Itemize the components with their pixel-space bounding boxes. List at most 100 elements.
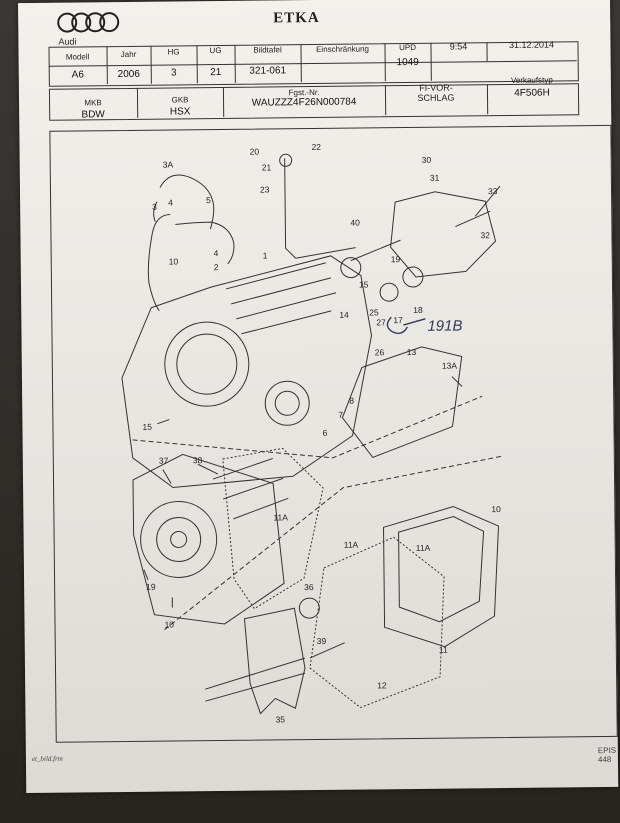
clutch-splines [212, 457, 289, 520]
leader-38 [162, 469, 172, 484]
sensor-rod [284, 158, 356, 259]
hose-5 [175, 221, 235, 265]
label-schlag: SCHLAG [417, 92, 455, 103]
transmission-housing [121, 255, 373, 489]
housing-flange-inner [274, 390, 300, 416]
label-jahr: Jahr [120, 49, 137, 60]
hose-3a-end [153, 201, 158, 222]
callout-39: 38 [193, 455, 203, 465]
label-upd: UPD [399, 42, 416, 53]
label-modell: Modell [65, 52, 90, 62]
callout-8: 8 [349, 396, 354, 406]
callout-3: 3 [152, 202, 157, 212]
oil-pan-inner [398, 516, 485, 623]
value-fgst-nr: WAUZZZ4F26N000784 [251, 96, 357, 109]
leader-39 [197, 463, 219, 475]
callout-15: 15 [142, 422, 152, 432]
callout-7: 7 [338, 410, 343, 420]
callout-4: 4 [214, 248, 219, 258]
ring-17 [402, 266, 424, 288]
label-verkaufstyp: Verkaufstyp [510, 75, 553, 85]
label-hg: HG [167, 47, 180, 57]
callout-2: 2 [214, 262, 219, 272]
page-title: ETKA [273, 9, 320, 27]
housing-ribs [225, 262, 337, 335]
handwritten-circle [386, 316, 409, 335]
callout-31: 31 [430, 173, 440, 183]
callout-33: 33 [488, 186, 498, 196]
value-gkb: HSX [169, 106, 191, 118]
housing-bore [164, 321, 250, 407]
leader-15 [157, 419, 170, 425]
value-modell: A6 [71, 69, 84, 81]
clutch-disc [140, 500, 218, 578]
value-ug: 21 [210, 66, 222, 79]
value-mkb: BDW [81, 109, 105, 121]
callout-12: 12 [377, 680, 387, 690]
callout-18: 19 [391, 254, 401, 264]
section-line-lower [164, 455, 503, 630]
parts-catalog-sheet: Audi ETKA Modell Jahr HG UG Bildtafel Ei… [18, 0, 619, 794]
callout-10-bottom: 10 [164, 619, 174, 629]
handwritten-dash [403, 318, 426, 326]
value-jahr: 2006 [117, 68, 140, 81]
gasket-12 [309, 536, 445, 709]
callout-23: 23 [260, 184, 270, 194]
label-fi-vorschlag: FI-VOR- SCHLAG [385, 82, 487, 103]
callout-11a-left: 11A [273, 512, 288, 522]
value-bildtafel: 321-061 [249, 65, 287, 77]
callout-22: 22 [311, 142, 321, 152]
transfer-case [390, 191, 497, 278]
leader-19 [143, 569, 149, 580]
heat-shield [341, 346, 463, 459]
section-line [132, 395, 483, 459]
bolt-37 [309, 642, 345, 659]
label-einschraenkung: Einschränkung [316, 44, 370, 54]
gasket-11a [222, 447, 324, 610]
value-verkaufstyp: 4F506H [514, 87, 550, 99]
callout-20: 20 [250, 147, 260, 157]
audi-rings-logo-icon [57, 12, 120, 33]
ring-16 [379, 282, 399, 302]
label-mkb: MKB [84, 98, 102, 108]
exploded-view-diagram: 3A 3 4 5 10 4 2 1 20 21 22 23 40 30 31 3… [121, 142, 503, 724]
bolt-32 [455, 210, 491, 227]
callout-16: 17 [393, 315, 403, 325]
bracket-35 [243, 607, 306, 715]
callout-13: 13 [407, 347, 417, 357]
callout-10-right: 10 [491, 504, 501, 514]
brand-name: Audi [58, 36, 77, 47]
callout-25: 25 [369, 307, 379, 317]
callout-13a: 13A [442, 361, 458, 371]
sensor-cap [279, 153, 293, 167]
callout-14: 14 [339, 310, 349, 320]
label-ug: UG [209, 45, 222, 56]
callout-17: 18 [413, 305, 423, 315]
hose-3a [159, 174, 215, 230]
time-display: 9:54 [449, 41, 468, 52]
leader-13a [451, 376, 463, 387]
callout-35: 35 [275, 714, 285, 724]
label-bildtafel: Bildtafel [253, 45, 282, 55]
label-gkb: GKB [171, 95, 189, 105]
callout-11a-mid: 11A [344, 540, 359, 550]
callout-4-left: 4 [168, 197, 173, 207]
callout-3a: 3A [163, 159, 174, 169]
label-fi-vor: FI-VOR- [419, 82, 453, 93]
callout-36: 36 [304, 582, 314, 592]
callout-32: 32 [480, 230, 490, 240]
callout-10-upper: 10 [169, 256, 179, 266]
value-hg: 3 [170, 67, 177, 79]
callout-5: 5 [206, 195, 211, 205]
rod-35a [205, 657, 306, 690]
clutch-assembly [132, 453, 285, 625]
callout-37: 39 [317, 636, 327, 646]
callout-1: 1 [263, 250, 268, 260]
bolt-33 [474, 185, 501, 217]
rod-35b [205, 672, 306, 702]
callout-30: 30 [422, 155, 432, 165]
clutch-center [170, 530, 188, 548]
clutch-hub [156, 516, 202, 562]
callout-26: 26 [375, 347, 385, 357]
callout-27: 27 [376, 317, 386, 327]
